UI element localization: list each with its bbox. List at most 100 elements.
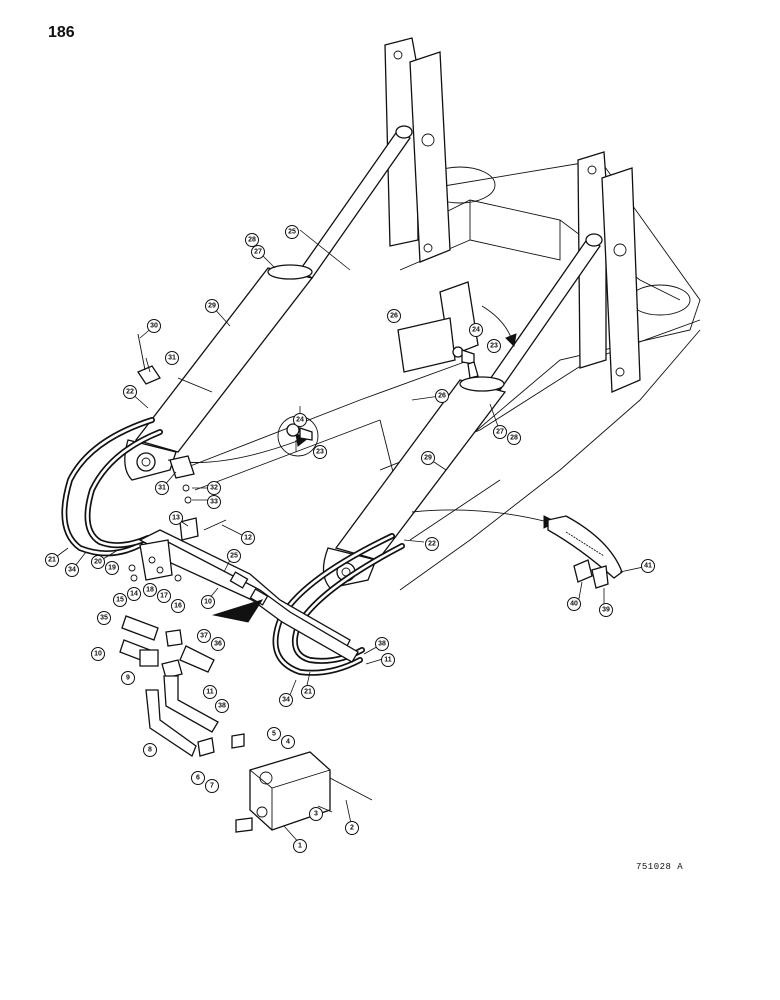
callout-38-right: 38: [375, 637, 389, 651]
callout-26-lower: 26: [435, 389, 449, 403]
callout-16: 16: [171, 599, 185, 613]
callout-38-lower: 38: [215, 699, 229, 713]
callout-27-right: 27: [493, 425, 507, 439]
callout-17: 17: [157, 589, 171, 603]
svg-text:27: 27: [254, 249, 262, 256]
svg-text:21: 21: [304, 689, 312, 696]
svg-text:15: 15: [116, 597, 124, 604]
callout-19: 19: [105, 561, 119, 575]
callout-22-left: 22: [123, 385, 137, 399]
svg-text:38: 38: [218, 703, 226, 710]
callout-3: 3: [309, 807, 323, 821]
svg-text:11: 11: [206, 689, 214, 696]
callout-30: 30: [147, 319, 161, 333]
callout-22-right: 22: [425, 537, 439, 551]
callout-1: 1: [293, 839, 307, 853]
right-hoses: [272, 533, 405, 676]
callout-11-right: 11: [381, 653, 395, 667]
callout-37: 37: [197, 629, 211, 643]
callout-4: 4: [281, 735, 295, 749]
left-hoses: [61, 417, 163, 557]
left-lift-cylinder: [124, 125, 413, 481]
svg-text:27: 27: [496, 429, 504, 436]
svg-text:4: 4: [286, 739, 290, 746]
callout-14: 14: [127, 587, 141, 601]
right-upright-plates: [577, 151, 641, 393]
svg-text:40: 40: [570, 601, 578, 608]
svg-text:6: 6: [196, 775, 200, 782]
svg-text:11: 11: [384, 657, 392, 664]
callout-7: 7: [205, 779, 219, 793]
callout-12: 12: [241, 531, 255, 545]
svg-text:28: 28: [248, 237, 256, 244]
svg-text:29: 29: [208, 303, 216, 310]
svg-text:1: 1: [298, 843, 302, 850]
callout-24-lower: 24: [293, 413, 307, 427]
callout-39: 39: [599, 603, 613, 617]
svg-text:21: 21: [48, 557, 56, 564]
svg-text:5: 5: [272, 731, 276, 738]
svg-text:19: 19: [108, 565, 116, 572]
callout-28-right: 28: [507, 431, 521, 445]
callout-18: 18: [143, 583, 157, 597]
svg-text:16: 16: [174, 603, 182, 610]
callout-34-left: 34: [65, 563, 79, 577]
svg-text:24: 24: [472, 327, 480, 334]
svg-text:10: 10: [94, 651, 102, 658]
callout-32: 32: [207, 481, 221, 495]
callout-35: 35: [97, 611, 111, 625]
svg-text:20: 20: [94, 559, 102, 566]
svg-text:13: 13: [172, 515, 180, 522]
control-valve: [235, 751, 373, 833]
svg-text:23: 23: [490, 343, 498, 350]
callout-11-lower: 11: [203, 685, 217, 699]
callout-40: 40: [567, 597, 581, 611]
svg-text:8: 8: [148, 747, 152, 754]
svg-text:31: 31: [158, 485, 166, 492]
callout-26-upper: 26: [387, 309, 401, 323]
callout-10-lower: 10: [91, 647, 105, 661]
svg-text:30: 30: [150, 323, 158, 330]
svg-text:34: 34: [68, 567, 76, 574]
figure-id: 751028 A: [636, 862, 684, 872]
lower-fittings: [119, 615, 215, 679]
svg-text:10: 10: [204, 599, 212, 606]
callout-8: 8: [143, 743, 157, 757]
callout-23-upper: 23: [487, 339, 501, 353]
svg-text:2: 2: [350, 825, 354, 832]
svg-text:24: 24: [296, 417, 304, 424]
svg-text:35: 35: [100, 615, 108, 622]
callout-6: 6: [191, 771, 205, 785]
callout-23-lower: 23: [313, 445, 327, 459]
svg-text:23: 23: [316, 449, 324, 456]
callout-5: 5: [267, 727, 281, 741]
svg-text:3: 3: [314, 811, 318, 818]
svg-text:25: 25: [288, 229, 296, 236]
svg-text:29: 29: [424, 455, 432, 462]
callout-31-upper: 31: [165, 351, 179, 365]
svg-text:26: 26: [438, 393, 446, 400]
svg-text:7: 7: [210, 783, 214, 790]
fitting-detail-left: [277, 415, 319, 457]
tube-bracket: [139, 539, 173, 581]
bent-tubes: [145, 675, 245, 757]
svg-text:41: 41: [644, 563, 652, 570]
svg-text:34: 34: [282, 697, 290, 704]
callout-21-right: 21: [301, 685, 315, 699]
svg-text:38: 38: [378, 641, 386, 648]
svg-text:32: 32: [210, 485, 218, 492]
level-indicator: [547, 515, 623, 589]
callout-28-left: 28: [245, 233, 259, 247]
callout-10-upper: 10: [201, 595, 215, 609]
svg-text:12: 12: [244, 535, 252, 542]
svg-text:31: 31: [168, 355, 176, 362]
svg-text:39: 39: [602, 607, 610, 614]
fitting-detail-upper: [397, 281, 479, 379]
callout-2: 2: [345, 821, 359, 835]
callout-27-left: 27: [251, 245, 265, 259]
svg-text:22: 22: [126, 389, 134, 396]
callout-29-left: 29: [205, 299, 219, 313]
svg-text:18: 18: [146, 587, 154, 594]
callout-29-right: 29: [421, 451, 435, 465]
